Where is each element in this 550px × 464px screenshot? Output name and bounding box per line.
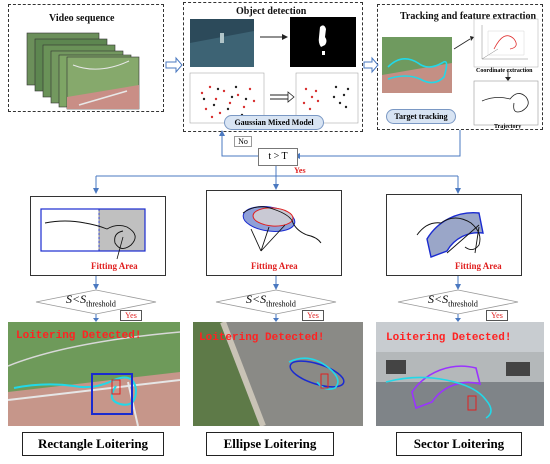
sector-result-image: Loitering Detected! [376, 322, 544, 426]
s-var: S [428, 292, 434, 306]
tracking-title: Tracking and feature extraction [400, 11, 537, 22]
time-threshold-decision: t > T [258, 148, 298, 166]
rectangle-result-image: Loitering Detected! [8, 322, 180, 426]
tracking-panel: Tracking and feature extraction Coordina… [377, 4, 543, 130]
object-detection-panel: Object detection [183, 2, 363, 132]
tracking-illustration [382, 18, 539, 126]
rectangle-result-scene [8, 331, 180, 426]
threshold-subscript: threshold [266, 299, 296, 309]
sector-result-scene [376, 322, 544, 426]
yes-box-2: Yes [302, 310, 324, 321]
s-var: S [442, 292, 449, 306]
rectangle-fitting-panel: Fitting Area [30, 196, 166, 276]
threshold-condition-3: S<Sthreshold [428, 292, 478, 308]
ellipse-fit-diagram [242, 206, 322, 252]
lt-sign: < [434, 292, 443, 306]
ellipse-result-image: Loitering Detected! [193, 322, 363, 426]
sector-fitting-panel: Fitting Area [386, 194, 522, 276]
sector-loitering-caption: Sector Loitering [396, 432, 522, 456]
trajectory-label: Trajectory [494, 124, 522, 130]
video-sequence-panel: Video sequence [8, 4, 164, 112]
video-sequence-title: Video sequence [49, 13, 115, 24]
s-var: S [66, 292, 72, 306]
loitering-detected-1: Loitering Detected! [16, 330, 142, 342]
ellipse-loitering-caption: Ellipse Loitering [206, 432, 334, 456]
lt-sign: < [252, 292, 261, 306]
ellipse-result-scene [193, 322, 345, 426]
yes-label-main: Yes [294, 166, 306, 175]
fitting-area-label-2: Fitting Area [251, 261, 298, 271]
detection-illustration [189, 17, 359, 124]
gmm-label: Gaussian Mixed Model [224, 115, 324, 130]
sector-fit-diagram [416, 212, 484, 258]
s-var: S [246, 292, 252, 306]
object-detection-title: Object detection [236, 6, 307, 17]
video-frames-stack [26, 32, 140, 110]
threshold-subscript: threshold [86, 299, 116, 309]
coord-label: Coordinate extraction [476, 68, 533, 74]
ellipse-fitting-panel: Fitting Area [206, 190, 342, 276]
yes-box-3: Yes [486, 310, 508, 321]
top-flow-arrows [93, 56, 461, 194]
threshold-subscript: threshold [448, 299, 478, 309]
fitting-area-label-3: Fitting Area [455, 261, 502, 271]
loitering-detected-3: Loitering Detected! [386, 332, 512, 344]
rectangle-loitering-caption: Rectangle Loitering [22, 432, 164, 456]
fitting-area-label-1: Fitting Area [91, 261, 138, 271]
s-var: S [80, 292, 87, 306]
no-label: No [234, 136, 252, 147]
lt-sign: < [72, 292, 81, 306]
threshold-condition-1: S<Sthreshold [66, 292, 116, 308]
target-tracking-label: Target tracking [386, 109, 456, 124]
rectangle-fit-diagram [40, 208, 146, 260]
loitering-detected-2: Loitering Detected! [199, 332, 325, 344]
s-var: S [260, 292, 267, 306]
threshold-condition-2: S<Sthreshold [246, 292, 296, 308]
yes-box-1: Yes [120, 310, 142, 321]
